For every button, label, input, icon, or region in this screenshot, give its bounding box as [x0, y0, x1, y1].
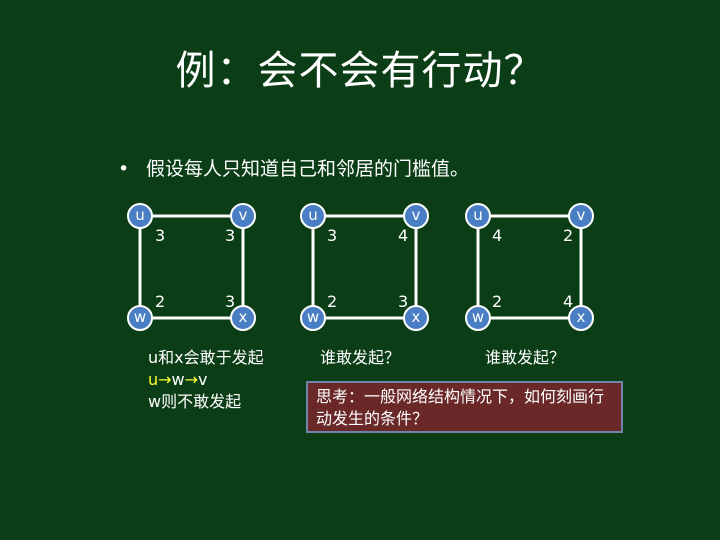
threshold-w: 2 [155, 292, 166, 311]
graph-3: u v w x 4 2 2 4 [463, 198, 603, 333]
note-v: v [198, 370, 208, 389]
threshold-v: 3 [225, 226, 236, 245]
graph-2-edges [311, 214, 418, 320]
graph-1: u v w x 3 3 2 3 [125, 198, 265, 333]
bullet-point: • 假设每人只知道自己和邻居的门槛值。 [118, 154, 469, 181]
slide-title: 例：会不会有行动？ [175, 48, 545, 94]
arrow-right-icon: → [184, 370, 199, 389]
threshold-u: 3 [155, 226, 166, 245]
node-w: w [300, 305, 326, 331]
note-line-3: w则不敢发起 [148, 392, 242, 411]
threshold-w: 2 [492, 292, 503, 311]
threshold-v: 4 [398, 226, 409, 245]
graph-3-question: 谁敢发起？ [485, 348, 566, 367]
node-w: w [465, 305, 491, 331]
node-w: w [127, 305, 153, 331]
threshold-u: 4 [492, 226, 503, 245]
threshold-u: 3 [327, 226, 338, 245]
graph-1-edges [138, 214, 245, 320]
node-x: x [568, 305, 594, 331]
think-box: 思考：一般网络结构情况下，如何刻画行动发生的条件？ [306, 381, 623, 433]
threshold-x: 4 [563, 292, 574, 311]
node-v: v [403, 203, 429, 229]
note-line-1: u和x会敢于发起 [148, 348, 264, 367]
bullet-dot-icon: • [118, 158, 130, 180]
note-line-2: u→w→v [148, 369, 264, 391]
node-u: u [127, 203, 153, 229]
node-u: u [465, 203, 491, 229]
threshold-x: 3 [225, 292, 236, 311]
node-x: x [230, 305, 256, 331]
graph-2-question: 谁敢发起？ [320, 348, 401, 367]
arrow-right-icon: → [158, 370, 172, 389]
graph-3-edges [476, 214, 583, 320]
note-highlight-u: u [148, 370, 159, 389]
threshold-x: 3 [398, 292, 409, 311]
bullet-text: 假设每人只知道自己和邻居的门槛值。 [146, 158, 470, 180]
node-v: v [568, 203, 594, 229]
node-v: v [230, 203, 256, 229]
graph-2: u v w x 3 4 2 3 [298, 198, 438, 333]
note-w: w [171, 370, 185, 389]
threshold-w: 2 [327, 292, 338, 311]
threshold-v: 2 [563, 226, 574, 245]
graph-1-notes: u和x会敢于发起 u→w→v w则不敢发起 [148, 347, 264, 413]
node-x: x [403, 305, 429, 331]
node-u: u [300, 203, 326, 229]
